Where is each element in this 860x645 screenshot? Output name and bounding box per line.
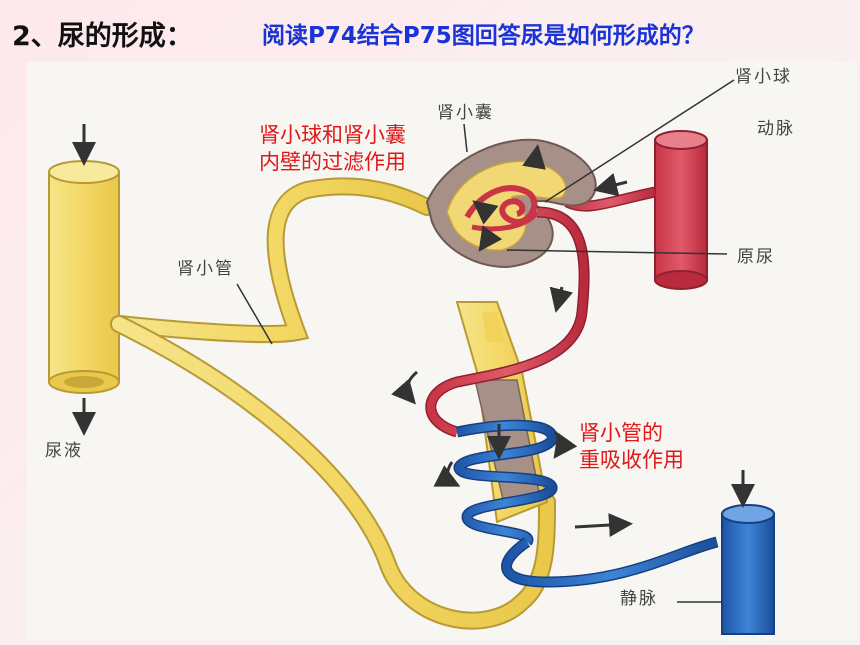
reabsorption-note: 肾小管的 重吸收作用 (579, 420, 684, 474)
capillary-coil (453, 419, 558, 546)
reabsorption-note-line1: 肾小管的 (579, 421, 663, 445)
artery (564, 130, 708, 290)
label-tubule: 肾小管 (177, 259, 234, 279)
label-urine: 尿液 (45, 441, 83, 461)
renal-capsule (425, 138, 597, 269)
vein (501, 504, 775, 635)
question-prompt: 阅读P74结合P75图回答尿是如何形成的？ (262, 23, 705, 49)
filtration-note: 肾小球和肾小囊 内壁的过滤作用 (259, 122, 406, 176)
efferent-vessel (425, 206, 590, 438)
label-primary-urine: 原尿 (737, 247, 775, 267)
filtration-note-line1: 肾小球和肾小囊 (259, 123, 406, 147)
reabsorption-note-line2: 重吸收作用 (579, 448, 684, 472)
nephron-illustration (48, 79, 775, 635)
collecting-duct (48, 160, 120, 394)
page-title: 2、尿的形成： (12, 21, 193, 52)
label-capsule: 肾小囊 (437, 103, 494, 123)
label-glomerulus: 肾小球 (735, 67, 792, 87)
filtration-note-line2: 内壁的过滤作用 (259, 150, 406, 174)
leader-lines (236, 79, 735, 603)
label-artery: 动脉 (757, 119, 795, 139)
flow-arrows (391, 144, 755, 538)
label-vein: 静脉 (620, 589, 658, 609)
nephron-diagram: 肾小球 肾小囊 动脉 原尿 肾小管 尿液 静脉 肾小球和肾小囊 内壁的过滤作用 … (27, 62, 857, 640)
title-bar: 2、尿的形成： 阅读P74结合P75图回答尿是如何形成的？ (0, 0, 860, 60)
